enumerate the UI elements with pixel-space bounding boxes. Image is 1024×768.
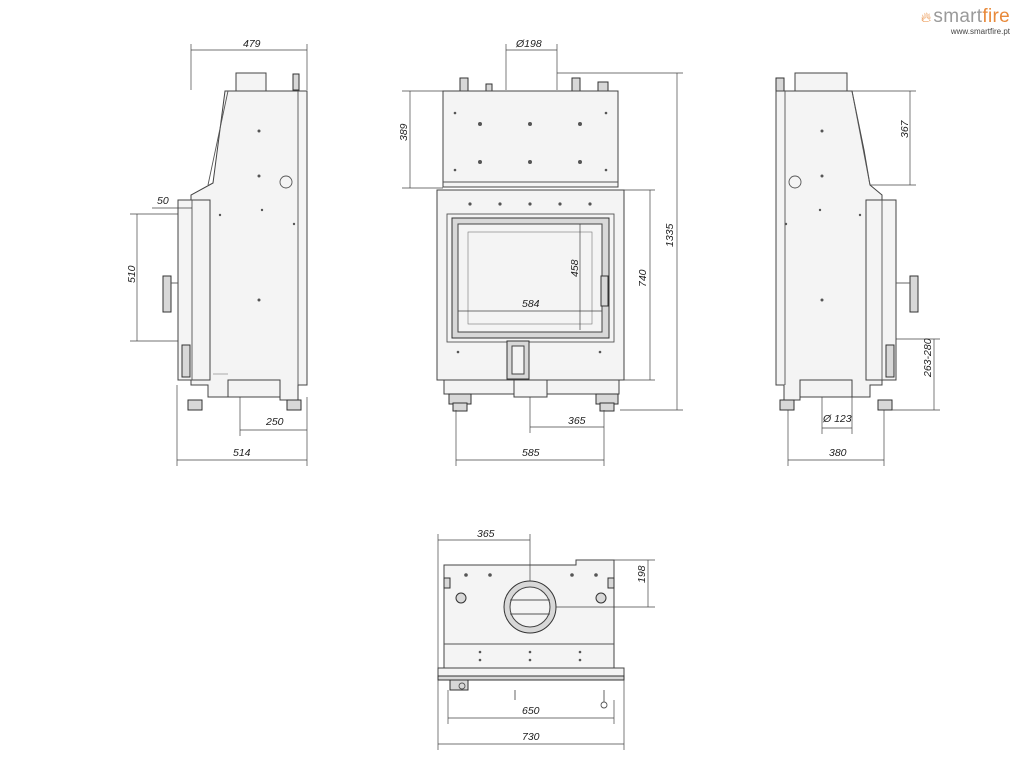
dim-front-flue-offset: 365 [568,415,586,427]
front-glass [457,223,603,333]
brand-name-part2: fire [982,6,1010,27]
right-inlet-port [788,175,802,189]
dim-front-glass-height: 458 [569,259,581,277]
brand-name: 🔥︎smartfire [921,6,1010,28]
front-foot-1 [452,402,468,412]
dim-right-upper-height: 367 [899,119,911,138]
right-side-view: 367 263-280 Ø 123 380 [775,72,940,466]
left-flue-bottom [227,379,281,398]
dim-front-door-height: 740 [637,269,649,287]
dim-front-glass-width: 584 [522,298,540,310]
dim-front-flue-diameter: Ø198 [515,38,542,50]
right-lower-bracket [885,344,895,378]
dim-left-door-height: 510 [126,265,138,283]
brand-url: www.smartfire.pt [950,27,1010,36]
top-handle-knob [600,701,608,709]
front-flue-bottom [513,379,548,398]
front-foot-2 [599,402,615,412]
right-foot-2 [877,399,893,411]
dim-top-flue-depth: 198 [636,565,648,583]
left-side-view: 479 510 50 250 514 [126,38,308,466]
dim-front-total-width: 585 [522,447,540,459]
dim-right-base-depth: 380 [829,447,847,459]
dim-right-inlet-diameter: Ø 123 [822,413,852,425]
dim-right-inlet-height: 263-280 [922,338,934,378]
right-foot-1 [779,399,795,411]
brand-logo: 🔥︎smartfire www.smartfire.pt [921,6,1010,36]
front-upper-chamber [442,90,619,188]
dim-top-flue-offset: 365 [477,528,495,540]
dim-left-top-depth: 479 [243,38,261,50]
front-door-handle [600,275,609,307]
top-port-right [595,592,607,604]
dim-left-offset: 50 [157,195,169,207]
brand-name-part1: smart [933,6,983,27]
left-inlet-port [279,175,293,189]
dim-top-inner-width: 650 [522,705,540,717]
left-top-box [235,72,267,92]
dim-left-flue-offset: 250 [265,416,284,428]
left-door-handle [162,275,172,313]
front-door [446,213,615,343]
right-door-handle [909,275,919,313]
left-foot-1 [187,399,203,411]
flame-icon: 🔥︎ [920,9,932,25]
dim-left-total-depth: 514 [233,447,251,459]
right-top-box [794,72,848,92]
front-view: Ø198 389 458 584 740 1335 365 585 [398,38,683,466]
left-top-pipe [292,73,300,91]
top-port-left [455,592,467,604]
dim-front-total-height: 1335 [664,223,676,247]
dim-top-total-width: 730 [522,731,540,743]
left-foot-2 [286,399,302,411]
left-lower-bracket [181,344,191,378]
top-view: 365 198 650 730 [437,528,655,750]
dim-front-upper-height: 389 [398,123,410,141]
right-flue-bottom [799,379,853,398]
